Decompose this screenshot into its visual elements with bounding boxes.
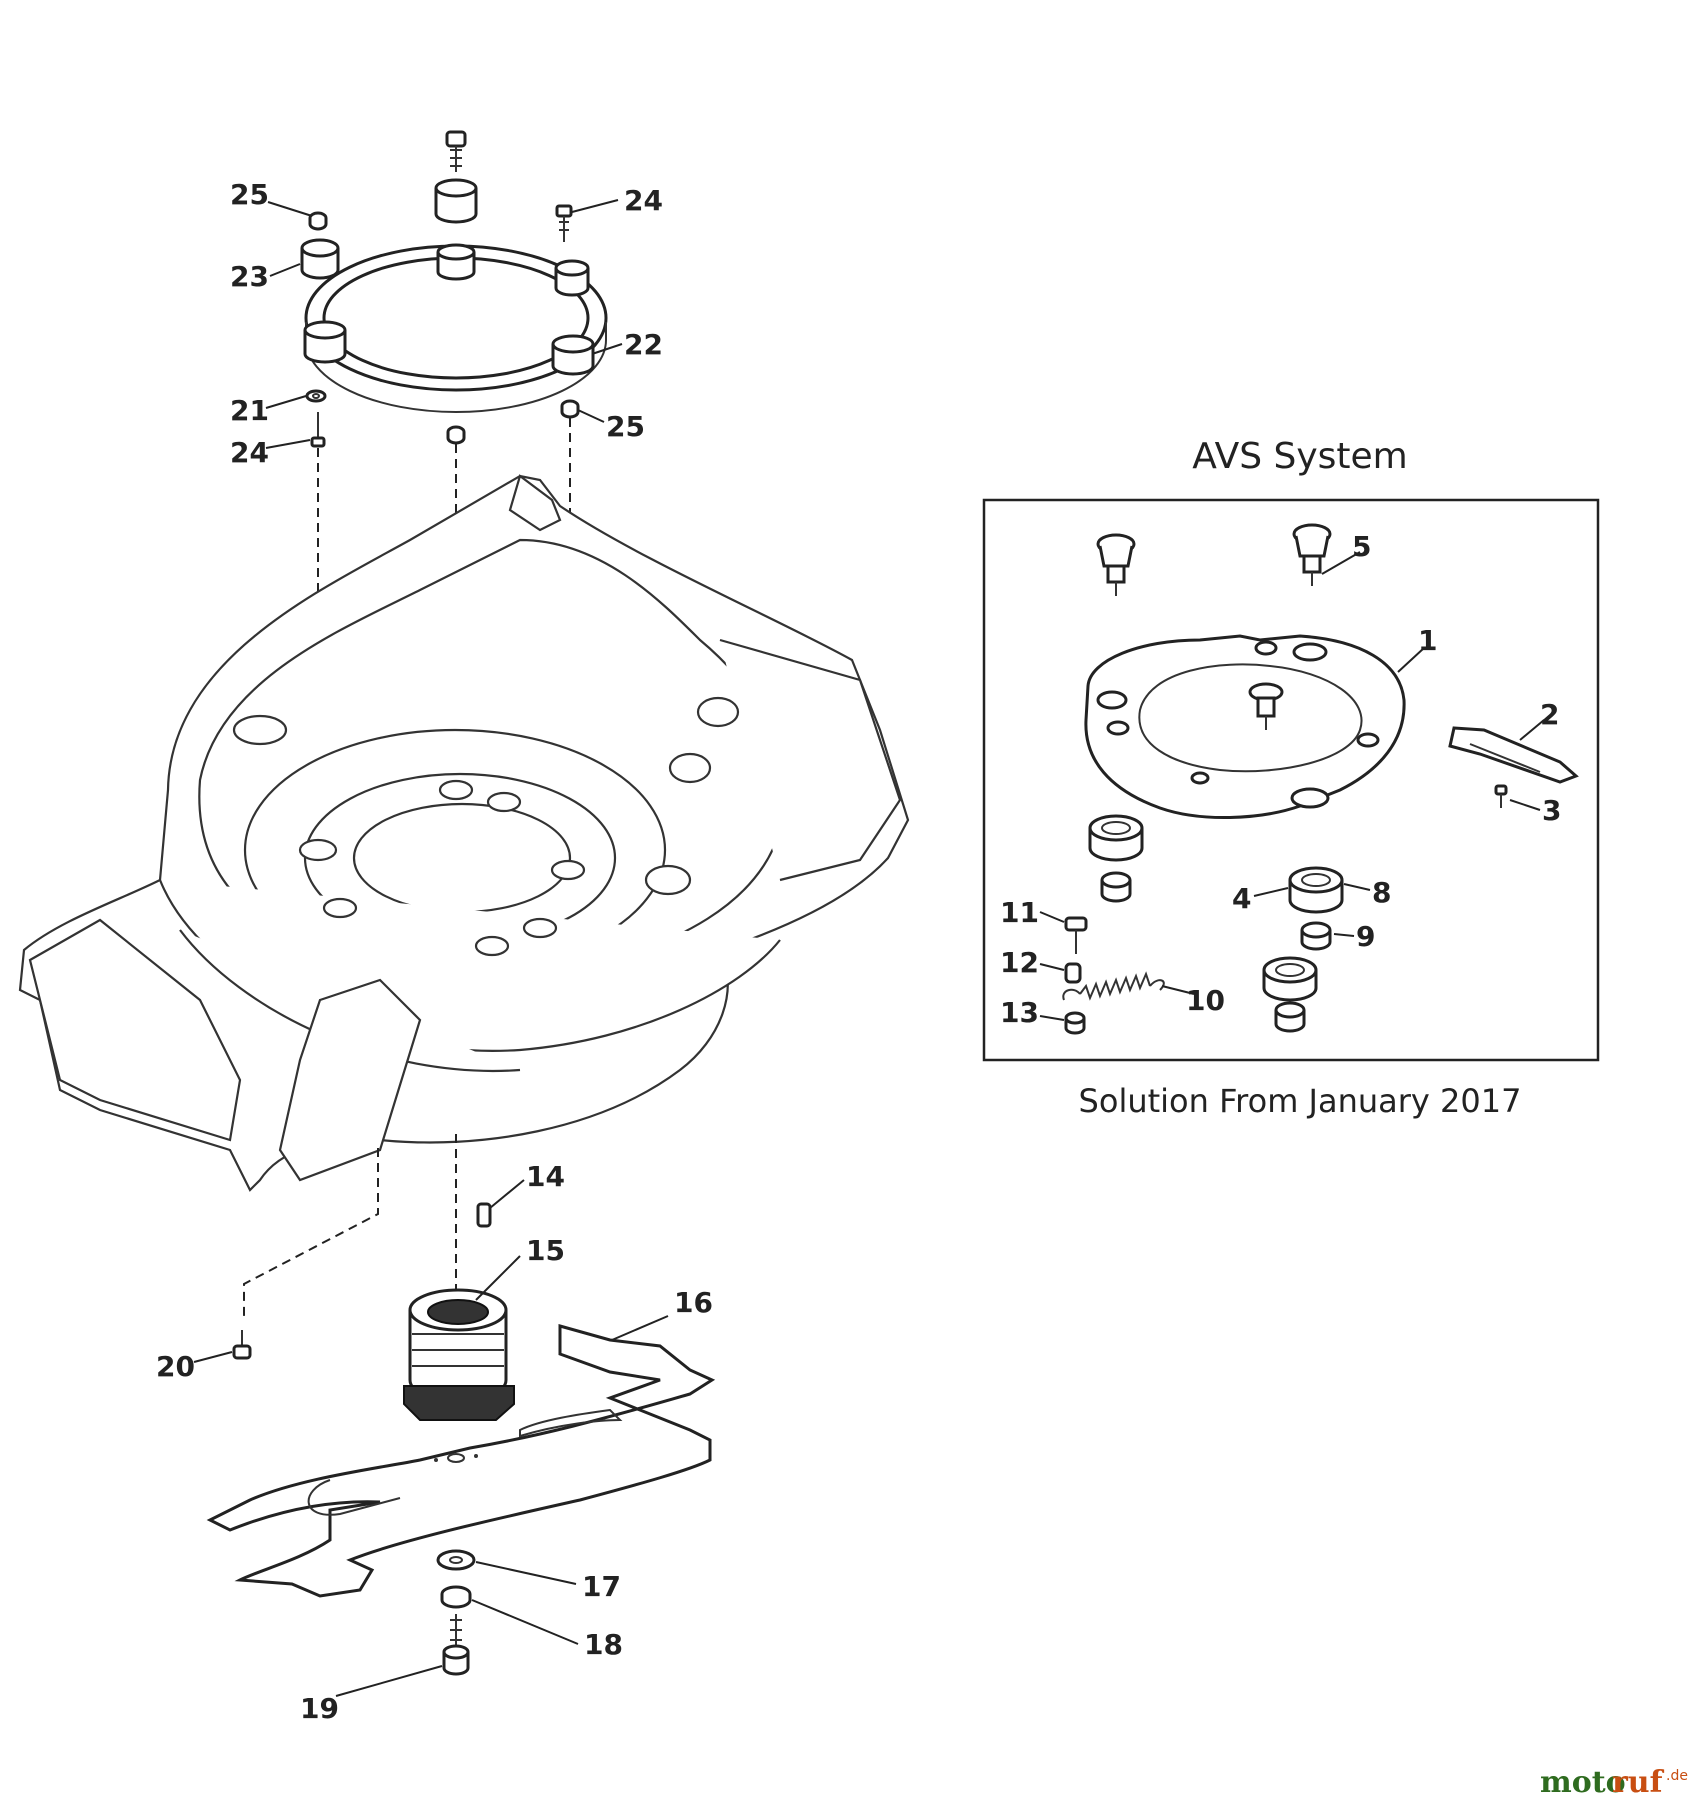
callout-16: 16: [674, 1286, 713, 1319]
callout-8: 8: [1372, 876, 1391, 909]
avs-stud-left: [1096, 533, 1136, 596]
leader-avs-8: [1343, 883, 1371, 891]
watermark-part3: .de: [1666, 1768, 1688, 1784]
support-ring-22: [303, 243, 608, 413]
watermark-part2: ruf: [1612, 1765, 1665, 1800]
callout-10: 10: [1186, 984, 1225, 1017]
callout-19: 19: [300, 1692, 339, 1725]
bolt-20: [232, 1330, 252, 1360]
callout-23: 23: [230, 260, 269, 293]
callout-2: 2: [1540, 698, 1559, 731]
avs-frame: [982, 498, 1600, 1062]
callout-4: 4: [1232, 882, 1251, 915]
leader-avs-9: [1333, 933, 1355, 937]
callout-20: 20: [156, 1350, 195, 1383]
mower-deck: [18, 474, 910, 1192]
avs-damper-left: [1088, 814, 1144, 862]
avs-bracket-2: [1448, 726, 1579, 784]
leader-15: [475, 1255, 521, 1301]
pin-14: [476, 1202, 492, 1228]
avs-title: AVS System: [1192, 436, 1408, 477]
leader-24-lower: [265, 439, 311, 449]
callout-15: 15: [526, 1234, 565, 1267]
avs-nut-13: [1064, 1011, 1086, 1035]
leader-avs-12: [1039, 963, 1065, 971]
nut-center: [446, 425, 466, 445]
leader-24-top: [571, 199, 619, 213]
washer-18: [440, 1585, 472, 1609]
bolt-24-lower: [310, 412, 326, 448]
callout-11: 11: [1000, 896, 1039, 929]
leader-16: [611, 1315, 669, 1341]
avs-bushing-lower: [1274, 1001, 1306, 1033]
avs-bushing-9: [1300, 921, 1332, 951]
leader-avs-2: [1519, 719, 1545, 741]
leader-14: [489, 1179, 525, 1209]
avs-damper-4: [1288, 866, 1344, 914]
avs-bushing-left: [1100, 871, 1132, 903]
leader-avs-1: [1397, 647, 1425, 673]
bolt-24-top: [555, 204, 573, 242]
leader-avs-13: [1039, 1015, 1065, 1021]
leader-22: [591, 343, 623, 355]
callout-5: 5: [1352, 530, 1371, 563]
callout-24-top: 24: [624, 184, 663, 217]
callout-14: 14: [526, 1160, 565, 1193]
watermark-logo: moto ruf .de: [1540, 1765, 1688, 1800]
callout-22: 22: [624, 328, 663, 361]
avs-caption: Solution From January 2017: [1079, 1082, 1522, 1120]
leader-17: [475, 1561, 577, 1585]
leader-avs-10: [1161, 985, 1195, 995]
leader-19: [335, 1665, 443, 1697]
callout-12: 12: [1000, 946, 1039, 979]
avs-spring-10: [1062, 971, 1165, 1001]
avs-screw-3: [1494, 784, 1508, 808]
leader-18: [471, 1599, 579, 1645]
leader-avs-4: [1253, 887, 1289, 897]
callout-13: 13: [1000, 996, 1039, 1029]
assembly-line-bolt-20: [243, 1148, 379, 1320]
bolt-19: [442, 1614, 470, 1676]
leader-20: [193, 1351, 233, 1363]
top-bolt: [445, 130, 467, 172]
callout-25-top: 25: [230, 178, 269, 211]
watermark-part1: moto: [1540, 1765, 1626, 1800]
avs-bolt-11: [1064, 916, 1088, 954]
nut-25-lower: [560, 399, 580, 419]
spacer-23: [300, 238, 340, 280]
washer-21: [305, 389, 327, 403]
avs-plate-stud: [1248, 682, 1284, 730]
leader-25-top: [267, 201, 313, 217]
blade-adapter-15: [403, 1288, 515, 1421]
callout-24-lower: 24: [230, 436, 269, 469]
callout-18: 18: [584, 1628, 623, 1661]
blade-16: [206, 1324, 716, 1598]
callout-1: 1: [1418, 624, 1437, 657]
leader-avs-11: [1039, 911, 1065, 923]
avs-damper-lower: [1262, 956, 1318, 1002]
top-spacer: [434, 178, 478, 224]
leader-21: [265, 395, 307, 409]
nut-25-top: [308, 211, 328, 231]
leader-23: [269, 263, 301, 277]
washer-17: [436, 1549, 476, 1571]
callout-17: 17: [582, 1570, 621, 1603]
avs-stud-5: [1292, 523, 1332, 586]
callout-21: 21: [230, 394, 269, 427]
callout-9: 9: [1356, 920, 1375, 953]
avs-plate-1: [1084, 634, 1406, 820]
avs-spacer-12: [1064, 962, 1082, 984]
leader-avs-5: [1321, 551, 1361, 575]
callout-25-lower: 25: [606, 410, 645, 443]
callout-3: 3: [1542, 794, 1561, 827]
leader-25-lower: [577, 409, 605, 423]
leader-avs-3: [1509, 799, 1541, 811]
